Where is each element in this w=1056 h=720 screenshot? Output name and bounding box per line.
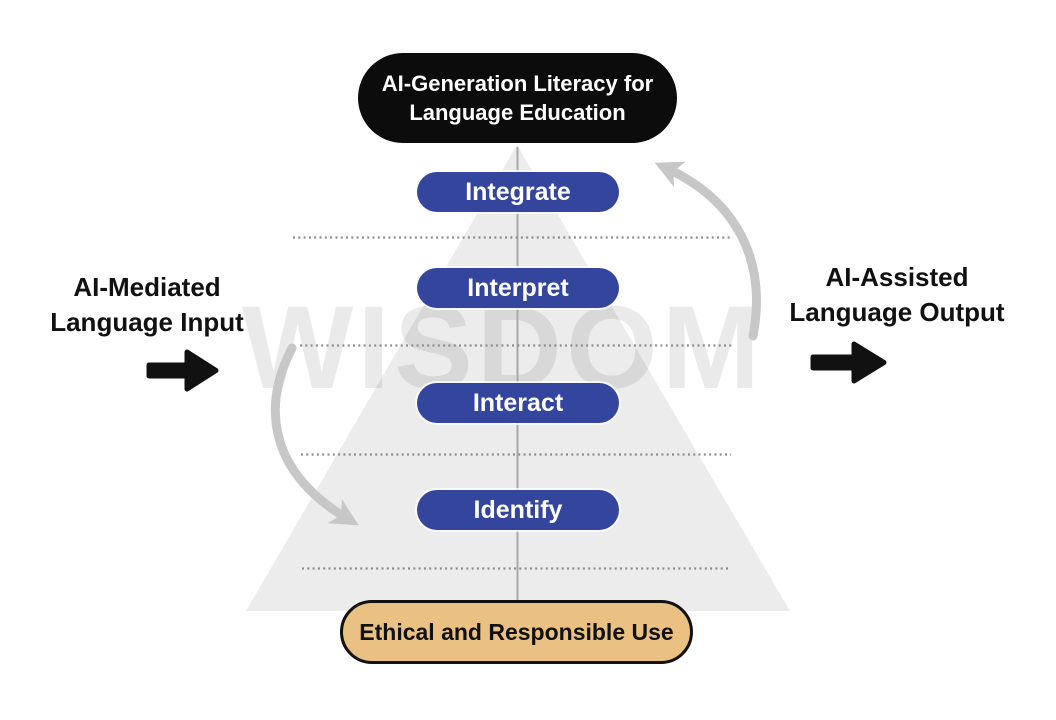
level-pill-integrate: Integrate — [417, 172, 619, 212]
title-pill: AI-Generation Literacy for Language Educ… — [358, 53, 677, 143]
right-arrow-icon — [146, 349, 219, 392]
base-pill-ethical-use: Ethical and Responsible Use — [340, 600, 693, 664]
right-output-label-line-1: AI-Assisted — [825, 262, 969, 292]
title-line-1: AI-Generation Literacy for — [381, 71, 654, 96]
right-arrow-icon — [810, 341, 887, 384]
curved-arrow-down-icon — [270, 343, 359, 526]
title-line-2: Language Education — [409, 100, 626, 125]
right-output-label-line-2: Language Output — [789, 297, 1005, 327]
level-pill-identify: Identify — [417, 490, 619, 530]
left-input-label-line-1: AI-Mediated — [73, 272, 221, 302]
left-input-label: AI-Mediated Language Input — [32, 270, 262, 340]
right-output-label: AI-Assisted Language Output — [782, 260, 1012, 330]
level-pill-interact: Interact — [417, 383, 619, 423]
left-input-label-line-2: Language Input — [50, 307, 244, 337]
curved-arrow-up-icon — [654, 161, 761, 341]
level-pill-interpret: Interpret — [417, 268, 619, 308]
